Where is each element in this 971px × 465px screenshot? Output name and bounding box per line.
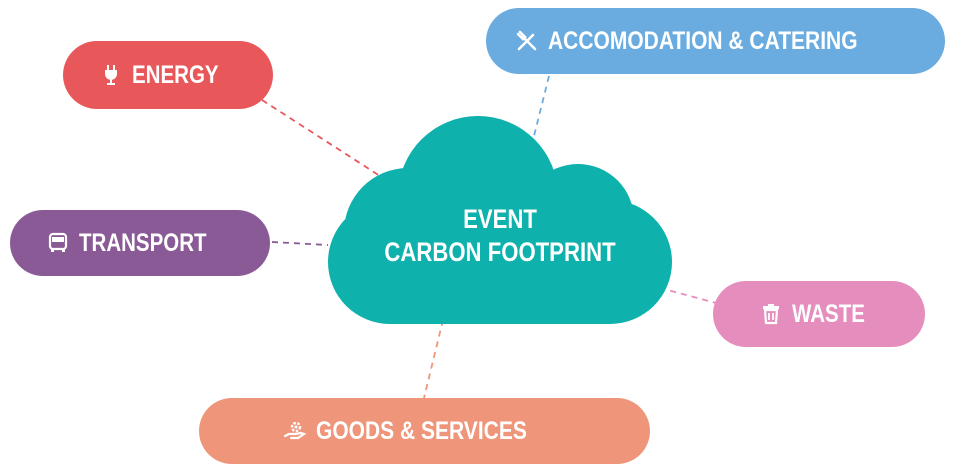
fork-knife-icon xyxy=(514,28,540,54)
cloud-shape xyxy=(328,116,672,324)
connector-energy xyxy=(261,99,381,177)
connector-accom xyxy=(532,75,550,141)
bus-icon xyxy=(45,230,71,256)
node-goods-services[interactable]: GOODS & SERVICES xyxy=(199,398,650,464)
gear-hand-icon xyxy=(282,418,308,444)
node-accomodation-catering[interactable]: ACCOMODATION & CATERING xyxy=(486,8,945,74)
center-title-line1: EVENT xyxy=(463,204,537,234)
connector-transport xyxy=(271,241,329,246)
node-accomodation-catering-label: ACCOMODATION & CATERING xyxy=(548,26,858,55)
trash-icon xyxy=(758,301,784,327)
connector-goods xyxy=(423,319,444,399)
node-goods-services-label: GOODS & SERVICES xyxy=(316,416,527,445)
center-title-line2: CARBON FOOTPRINT xyxy=(384,237,616,267)
node-waste[interactable]: WASTE xyxy=(713,281,925,347)
node-waste-label: WASTE xyxy=(791,299,865,328)
node-transport-label: TRANSPORT xyxy=(79,228,207,257)
node-transport[interactable]: TRANSPORT xyxy=(10,210,270,276)
node-energy[interactable]: ENERGY xyxy=(63,41,273,109)
node-energy-label: ENERGY xyxy=(132,60,219,89)
center-title: EVENT CARBON FOOTPRINT xyxy=(350,203,650,269)
plug-icon xyxy=(98,62,124,88)
